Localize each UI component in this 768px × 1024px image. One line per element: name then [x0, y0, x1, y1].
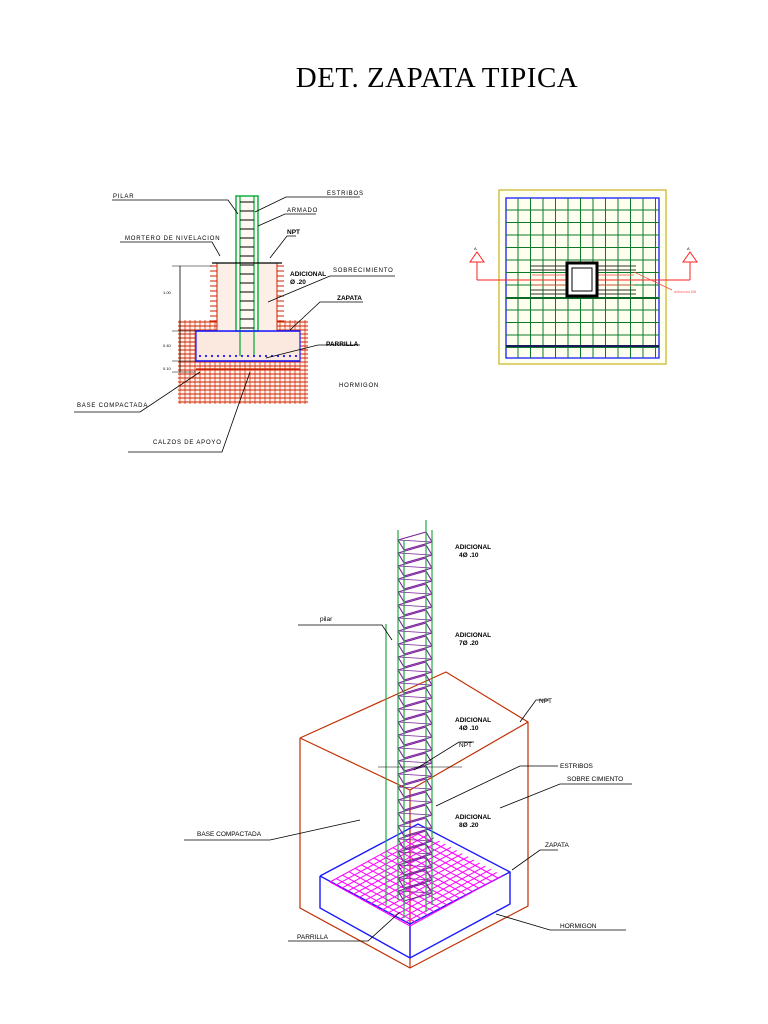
label-base: BASE COMPACTADA	[77, 403, 148, 409]
iso-adicional-1: ADICIONAL	[455, 544, 491, 551]
iso-label-estribos: ESTRIBOS	[560, 763, 594, 770]
label-hormigon: HORMIGON	[339, 383, 379, 389]
label-estribos: ESTRIBOS	[327, 191, 364, 197]
label-mortero: MORTERO DE NIVELACION	[125, 236, 220, 242]
parrilla-bar-dot	[204, 354, 208, 358]
iso-adicional-3: ADICIONAL	[455, 717, 491, 724]
dim-2: 0.40	[163, 343, 172, 348]
parrilla-bar-dot	[288, 354, 292, 358]
parrilla-bar-dot	[228, 354, 232, 358]
parrilla-bar-dot	[282, 354, 286, 358]
parrilla-bar-dot	[294, 354, 298, 358]
section-marker-a: A	[474, 246, 477, 251]
parrilla-bar-dot	[252, 354, 256, 358]
plan-note: adicional Ø8	[674, 289, 697, 294]
page-title: DET. ZAPATA TIPICA	[295, 62, 579, 94]
footing-isometric: ADICIONAL 4Ø .10 ADICIONAL 7Ø .20 ADICIO…	[184, 520, 632, 969]
label-adicional-spacing: Ø .20	[290, 279, 306, 286]
label-armado: ARMADO	[287, 208, 318, 214]
parrilla-bar-dot	[246, 354, 250, 358]
iso-label-npt-top: NPT	[539, 698, 552, 705]
parrilla-bar-dot	[234, 354, 238, 358]
iso-adicional-4: ADICIONAL	[455, 814, 491, 821]
parrilla-bar-dot	[240, 354, 244, 358]
dim-1: 1.00	[163, 290, 172, 295]
label-sobrecimiento: SOBRECIMIENTO	[333, 268, 394, 274]
label-npt: NPT	[287, 229, 300, 236]
iso-label-parrilla: PARRILLA	[297, 934, 329, 941]
parrilla-bar-dot	[198, 354, 202, 358]
footing-section: 1.00 0.40 0.10 PILAR ESTRIBOS ARMADO MOR…	[74, 191, 395, 453]
parrilla-bar-dot	[264, 354, 268, 358]
label-adicional: ADICIONAL	[290, 271, 326, 278]
label-zapata: ZAPATA	[337, 295, 362, 302]
iso-label-pilar: pilar	[320, 616, 333, 623]
parrilla-bar-dot	[210, 354, 214, 358]
iso-adicional-4-spacing: 8Ø .20	[459, 822, 479, 829]
iso-adicional-3-spacing: 4Ø .10	[459, 725, 479, 732]
parrilla-bar-dot	[258, 354, 262, 358]
parrilla-bar-dot	[222, 354, 226, 358]
dim-3: 0.10	[163, 366, 172, 371]
footing-plan: A A adicional Ø8	[469, 189, 698, 365]
iso-adicional-1-spacing: 4Ø .10	[459, 552, 479, 559]
label-calzos: CALZOS DE APOYO	[153, 440, 222, 446]
iso-adicional-2: ADICIONAL	[455, 632, 491, 639]
iso-label-sobre-cimiento: SOBRE CIMIENTO	[567, 776, 623, 783]
iso-adicional-2-spacing: 7Ø .20	[459, 640, 479, 647]
label-parrilla: PARRILLA	[326, 341, 359, 348]
iso-label-base: BASE COMPACTADA	[197, 831, 262, 838]
label-pilar: PILAR	[113, 194, 134, 200]
section-marker-b: A	[687, 246, 690, 251]
parrilla-bar-dot	[216, 354, 220, 358]
iso-label-hormigon: HORMIGON	[560, 923, 597, 930]
iso-label-zapata: ZAPATA	[545, 842, 570, 849]
iso-label-npt-mid: NPT	[459, 742, 472, 749]
